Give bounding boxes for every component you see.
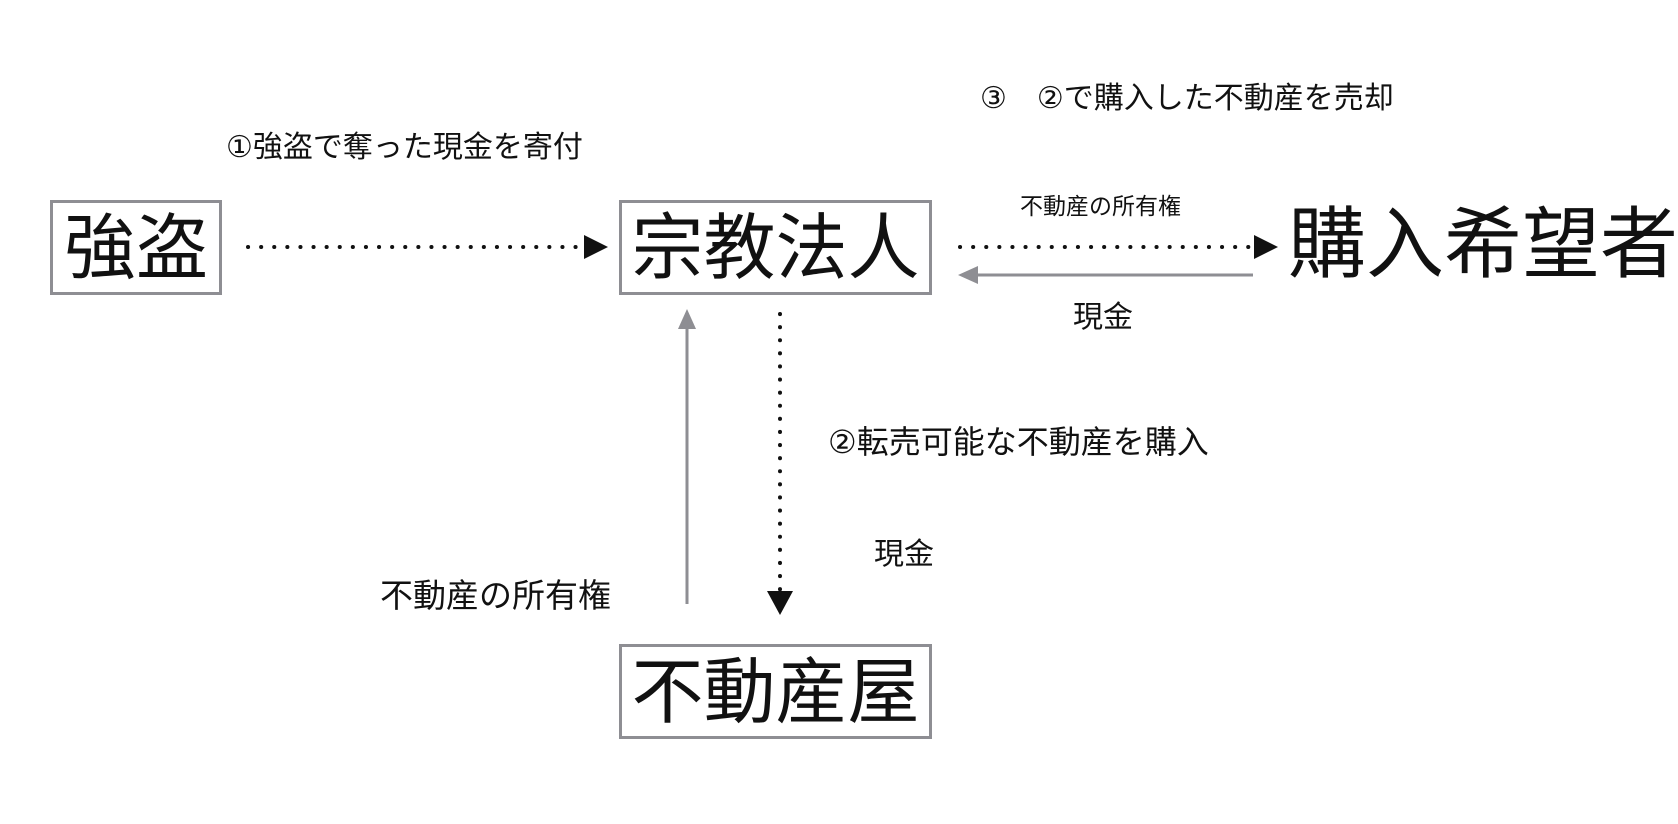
ownership-to-buyer-label: 不動産の所有権	[1020, 194, 1181, 220]
arrow-religious-to-buyer	[958, 235, 1278, 259]
node-real-estate-agent-label: 不動産屋	[631, 649, 920, 734]
arrow-robbery-to-religious	[246, 235, 608, 259]
node-buyer-label: 購入希望者	[1288, 200, 1678, 290]
step3-label: ③ ②で購入した不動産を売却	[980, 81, 1394, 116]
arrow-religious-to-agent	[767, 312, 793, 615]
cash-from-buyer-label: 現金	[1073, 300, 1133, 335]
arrow-buyer-to-religious	[958, 266, 1253, 284]
ownership-from-agent-label: 不動産の所有権	[380, 576, 611, 615]
node-robbery-label: 強盗	[63, 205, 208, 290]
arrow-agent-to-religious	[678, 309, 696, 604]
node-buyer: 購入希望者	[1288, 206, 1678, 284]
step2-label: ②転売可能な不動産を購入	[828, 423, 1209, 461]
step1-label: ①強盗で奪った現金を寄付	[226, 130, 583, 165]
node-robbery: 強盗	[50, 200, 222, 295]
node-religious-corp-label: 宗教法人	[631, 205, 920, 290]
node-real-estate-agent: 不動産屋	[619, 644, 932, 739]
cash-to-agent-label: 現金	[874, 537, 934, 572]
node-religious-corp: 宗教法人	[619, 200, 932, 295]
